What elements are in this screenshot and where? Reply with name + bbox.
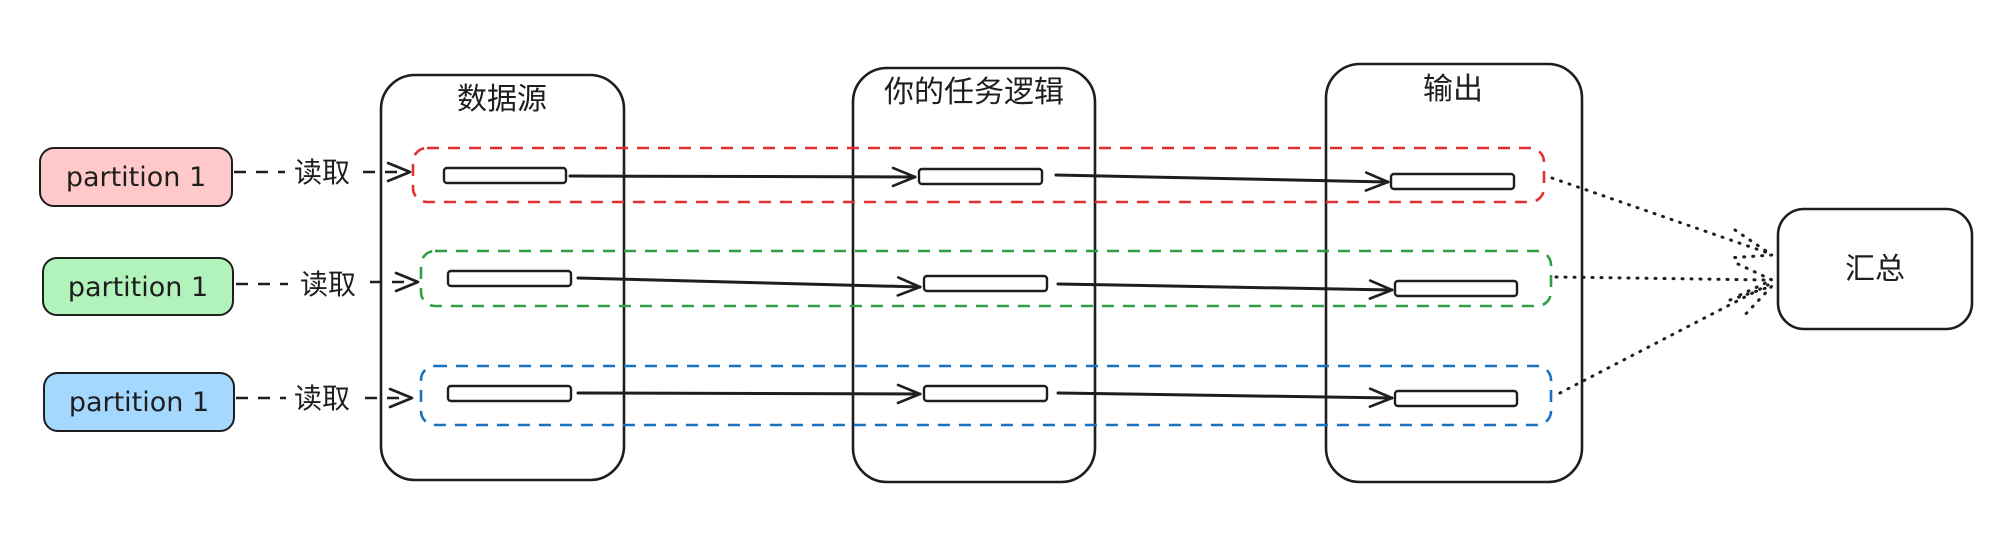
aggregate-box (1776, 207, 1974, 331)
stage-output-title: 输出 (1423, 72, 1483, 107)
record-bars (442, 166, 1519, 408)
merge-line-blue (1558, 283, 1770, 395)
stage-output-box (1324, 62, 1584, 484)
merge-line-green (1554, 275, 1770, 282)
partition-red-label: partition 1 (66, 162, 206, 193)
read-label-green: 读取 (300, 268, 356, 301)
aggregate-node: 汇总 (1776, 207, 1974, 331)
stage-logic-box (851, 66, 1097, 484)
stage-logic-title: 你的任务逻辑 (884, 75, 1064, 110)
flow-arrow-blue-2 (1056, 387, 1394, 408)
flow-arrows (568, 166, 1394, 408)
partition-blue-label: partition 1 (69, 387, 209, 418)
stage-source-title: 数据源 (457, 82, 547, 117)
stage-output: 输出 (1324, 62, 1584, 484)
stage-source-box (379, 73, 626, 482)
merge-arrowhead-red (1726, 228, 1777, 260)
aggregate-connectors (1550, 176, 1777, 395)
lane-blue-dashed-group (419, 364, 1553, 427)
flow-arrow-blue-1 (576, 383, 922, 405)
partition-red-pill (39, 147, 233, 207)
merge-line-red (1550, 176, 1770, 255)
aggregate-label: 汇总 (1845, 252, 1905, 287)
flow-arrow-green-1 (576, 276, 922, 297)
flow-arrow-red-1 (568, 166, 917, 188)
record-bar-red-logic (917, 167, 1044, 186)
lane-green-dashed-group (419, 249, 1553, 308)
merge-arrowhead-blue (1728, 284, 1774, 320)
partition-red: partition 1 (39, 147, 233, 207)
record-bar-green-source (446, 269, 573, 288)
record-bar-red-output (1389, 172, 1516, 191)
stage-source: 数据源 (379, 73, 626, 482)
record-bar-blue-logic (922, 384, 1049, 403)
partition-blue: partition 1 (43, 372, 235, 432)
read-connector-blue: 读取 (236, 382, 414, 415)
stage-logic: 你的任务逻辑 (851, 66, 1097, 484)
record-bar-blue-output (1393, 389, 1519, 408)
partition-green-pill (42, 257, 234, 316)
read-connector-red: 读取 (234, 156, 412, 189)
read-label-blue: 读取 (294, 382, 350, 415)
read-connector-green: 读取 (236, 268, 420, 301)
flow-arrow-green-2 (1056, 279, 1394, 300)
merge-arrowhead-green (1736, 262, 1776, 298)
partition-green: partition 1 (42, 257, 234, 316)
flow-arrow-red-2 (1054, 171, 1390, 192)
record-bar-green-output (1393, 279, 1519, 298)
record-bar-red-source (442, 166, 568, 185)
lane-red-dashed-group (411, 146, 1546, 204)
record-bar-green-logic (922, 274, 1049, 293)
partition-green-label: partition 1 (68, 272, 208, 303)
partition-blue-pill (43, 372, 235, 432)
read-label-red: 读取 (294, 156, 350, 189)
record-bar-blue-source (446, 384, 573, 403)
